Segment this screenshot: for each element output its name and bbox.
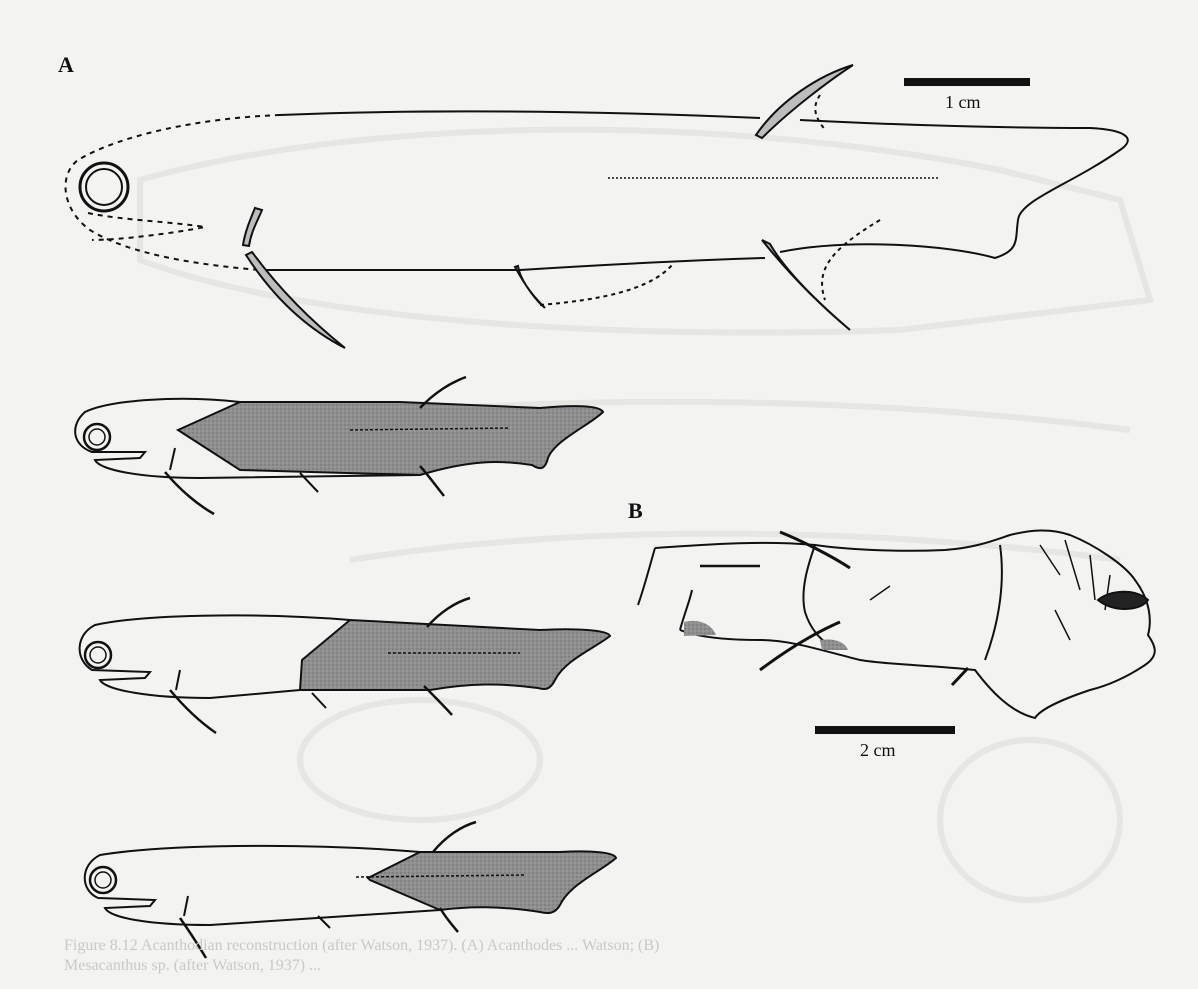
fish-2-pelvic-spine [312,693,326,708]
pectoral-spine-upper [243,208,262,246]
eye-ring-inner [86,169,122,205]
pelvic-spine [515,266,545,308]
fossil-lateral-2 [870,586,890,600]
fish-3-pectoral-upper [184,896,188,916]
caption-line-2: Mesacanthus sp. (after Watson, 1937) ... [64,956,1144,976]
fish-2-eye-inner [90,647,106,663]
jaw-outline-dashed [88,213,205,240]
fish-1-pectoral-upper [170,448,175,470]
fossil-left-edge [638,548,655,605]
dorsal-fin-membrane [815,95,825,130]
pelvic-membrane [540,265,672,305]
fossil-stipple-patch-2 [820,639,848,650]
fish-2-dorsal-spine [427,598,470,627]
scale-label-a: 1 cm [945,92,981,113]
fish-2-pectoral-upper [176,670,180,690]
fossil-rear-break [985,545,1002,660]
figure-caption: Figure 8.12 Acanthodian reconstruction (… [64,936,1144,976]
panel-label-b: B [628,498,643,524]
scale-label-b: 2 cm [860,740,896,761]
anal-spine [762,240,850,330]
fish-3-eye-inner [95,872,111,888]
fish-small-1 [75,377,603,514]
fish-3-anal-spine [440,908,458,932]
fish-2-eye-outer [85,642,111,668]
fossil-b [638,530,1155,718]
fossil-stipple-patch [684,621,716,636]
fish-3-shading [368,851,616,913]
fish-1-eye-inner [89,429,105,445]
fish-2-pectoral-spine [170,690,216,733]
dorsal-line [280,111,760,118]
fish-1-shading [178,402,603,475]
dorsal-spine [756,65,853,138]
fish-3-dorsal-spine [433,822,476,852]
ventral-line [260,258,765,270]
fish-3-eye-outer [90,867,116,893]
fish-2-shading [300,620,610,690]
fossil-spine-3 [952,668,968,685]
eye-ring-outer [80,163,128,211]
anal-fin-membrane [822,220,880,300]
scale-bar-b [815,726,955,734]
panel-label-a: A [58,52,74,78]
fossil-outline-top [655,530,1155,718]
fish-a-large [66,95,1128,305]
caption-line-1: Figure 8.12 Acanthodian reconstruction (… [64,936,1144,956]
ghost-background [140,130,1150,900]
fish-1-eye-outer [84,424,110,450]
scale-bar-a [904,78,1030,86]
